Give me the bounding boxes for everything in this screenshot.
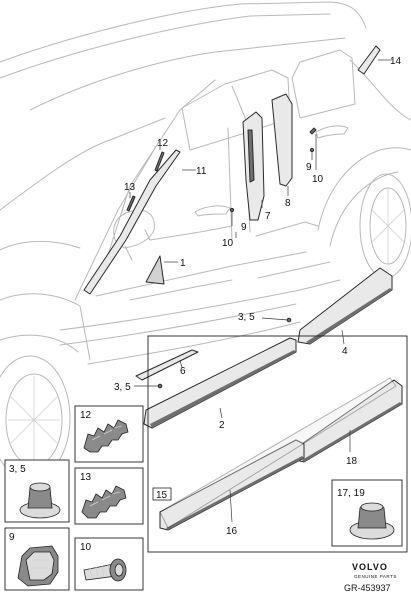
- inset-3-5: 3, 5: [4, 459, 70, 523]
- logo-tagline: GENUINE PARTS: [354, 574, 397, 579]
- inset-10: 10: [74, 537, 144, 591]
- callout-18: 18: [346, 456, 358, 467]
- part-9-clip-right: [309, 147, 315, 153]
- callout-10-right: 10: [312, 174, 324, 185]
- callout-8: 8: [285, 198, 291, 209]
- callout-16: 16: [226, 526, 238, 537]
- frame-15-label: 15: [156, 490, 168, 501]
- parts-on-vehicle: [83, 45, 403, 531]
- inset-12-label: 12: [80, 410, 92, 421]
- frame-15-label-box: [152, 487, 172, 501]
- part-16-moulding-edge: [166, 456, 304, 530]
- part-12-clip-strip: [154, 151, 165, 172]
- part-9-clip-left: [229, 207, 235, 213]
- callout-1: 1: [180, 258, 186, 269]
- reference-number: GR-453937: [344, 583, 391, 593]
- part-8-c-pillar-trim: [271, 93, 293, 187]
- inset-3-5-label: 3, 5: [9, 464, 26, 475]
- inset-13-clip-strip: [81, 485, 127, 519]
- part-18-long-moulding: [159, 377, 397, 529]
- frame-15-assembly: [147, 335, 408, 553]
- part-4-rear-door-moulding: [297, 267, 393, 345]
- car-body-outline: [0, 1, 411, 481]
- logo-brand: VOLVO: [352, 562, 388, 572]
- callout-9-right: 9: [306, 162, 312, 173]
- part-1-mirror-trim: [145, 255, 165, 285]
- part-18-moulding-edge: [302, 402, 402, 462]
- callout-3-5-upper: 3, 5: [238, 312, 255, 323]
- part-4-moulding-edge: [306, 288, 392, 344]
- inset-17-19-label: 17, 19: [337, 488, 365, 499]
- callout-13: 13: [124, 182, 136, 193]
- callout-11: 11: [196, 166, 207, 177]
- inset-12: 12: [74, 405, 144, 463]
- callout-3-5-lower: 3, 5: [114, 382, 131, 393]
- inset-9-label: 9: [9, 532, 15, 543]
- part-13-screw: [126, 195, 136, 212]
- callout-14: 14: [390, 56, 402, 67]
- part-10-fastener-right: [309, 127, 317, 135]
- inset-10-label: 10: [80, 542, 92, 553]
- part-2-front-door-moulding: [143, 337, 297, 429]
- callout-6: 6: [180, 366, 186, 377]
- callout-4: 4: [342, 346, 348, 357]
- callout-9-left: 9: [241, 222, 247, 233]
- callout-7: 7: [265, 211, 271, 222]
- inset-13: 13: [74, 467, 144, 525]
- part-11-a-pillar-strip: [83, 149, 181, 295]
- volvo-logo: VOLVO GENUINE PARTS: [352, 562, 397, 579]
- callout-2: 2: [219, 420, 225, 431]
- callout-10-left: 10: [222, 238, 234, 249]
- callout-numbers: 14 12 11 13 1 7 8 9 10 9 10 3, 5 4 6 3, …: [114, 56, 402, 537]
- part-3-5-clip-lower: [157, 383, 163, 389]
- inset-17-19: 17, 19: [331, 479, 403, 547]
- inset-12-clip-strip: [83, 419, 129, 453]
- callout-12: 12: [157, 138, 169, 149]
- part-7-b-pillar-inner: [247, 129, 255, 183]
- leader-lines: [129, 59, 392, 523]
- part-14-roof-trim: [357, 45, 381, 75]
- inset-9: 9: [4, 527, 70, 591]
- part-2-moulding-edge: [150, 350, 296, 428]
- inset-13-label: 13: [80, 472, 92, 483]
- part-6-sill-strip: [135, 349, 199, 381]
